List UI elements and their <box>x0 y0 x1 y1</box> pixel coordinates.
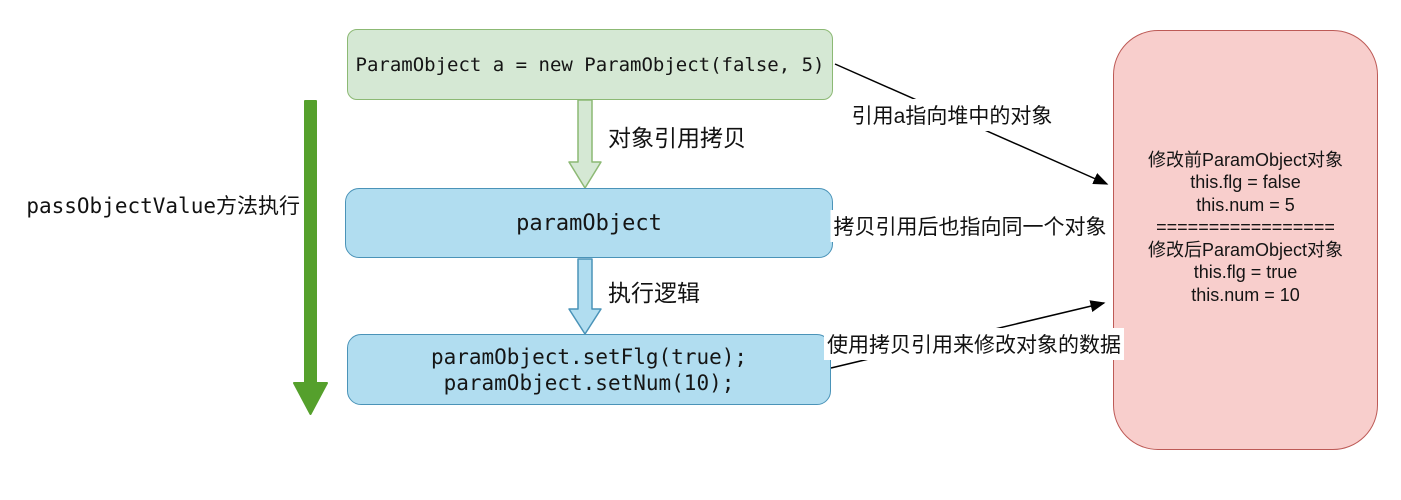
method-execution-arrow <box>293 100 328 415</box>
modify-code-line2: paramObject.setNum(10); <box>443 370 735 395</box>
heap-object-box: 修改前ParamObject对象 this.flg = false this.n… <box>1113 30 1378 450</box>
method-execution-label: passObjectValue方法执行 <box>26 194 300 218</box>
heap-separator: ================= <box>1156 217 1335 238</box>
param-object-text: paramObject <box>516 210 662 236</box>
code-box-create: ParamObject a = new ParamObject(false, 5… <box>347 29 833 100</box>
param-object-box: paramObject <box>345 188 833 258</box>
object-ref-copy-arrow <box>568 99 602 189</box>
create-code-text: ParamObject a = new ParamObject(false, 5… <box>355 53 825 76</box>
ref-a-connector-label: 引用a指向堆中的对象 <box>848 99 1056 131</box>
code-box-modify: paramObject.setFlg(true); paramObject.se… <box>347 334 831 405</box>
heap-before-num: this.num = 5 <box>1196 194 1295 215</box>
heap-after-flg: this.flg = true <box>1193 262 1298 283</box>
object-ref-copy-label: 对象引用拷贝 <box>608 125 746 151</box>
heap-before-title: 修改前ParamObject对象 <box>1147 150 1344 171</box>
same-object-connector-label: 拷贝引用后也指向同一个对象 <box>830 210 1110 242</box>
heap-before-flg: this.flg = false <box>1190 172 1301 193</box>
modify-code-line1: paramObject.setFlg(true); <box>430 344 748 369</box>
heap-after-num: this.num = 10 <box>1191 284 1300 305</box>
exec-logic-arrow <box>568 258 602 335</box>
heap-after-title: 修改后ParamObject对象 <box>1147 239 1344 260</box>
exec-logic-label: 执行逻辑 <box>608 280 700 306</box>
modify-data-connector-label: 使用拷贝引用来修改对象的数据 <box>824 328 1124 360</box>
